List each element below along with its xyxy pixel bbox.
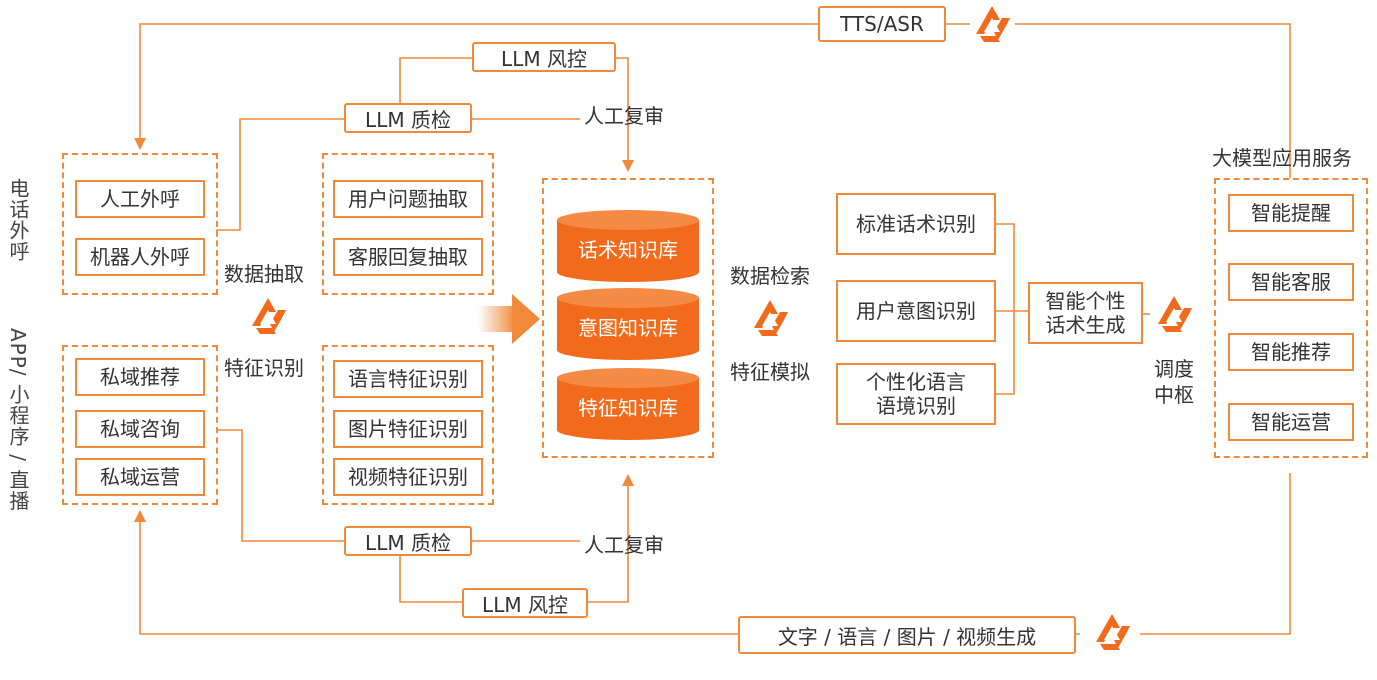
feature-knowledge-label: 特征知识库 [578,395,678,420]
qwen-logo-icon [1158,296,1192,332]
personalized-script-generation-box: 智能个性 话术生成 [1028,282,1143,344]
bottom-human-review-label: 人工复审 [584,533,664,557]
language-feature-box: 语言特征识别 [333,360,483,398]
flow-arrow [478,294,540,344]
robot-outbound-box: 机器人外呼 [75,238,205,276]
intent-knowledge-base: 意图知识库 [557,288,699,360]
bottom-llm-quality-tag: LLM 质检 [344,526,472,556]
user-question-extraction-box: 用户问题抽取 [333,180,483,218]
data-retrieval-label: 数据检索 [730,264,810,288]
private-recommend-box: 私域推荐 [75,358,205,396]
private-operate-box: 私域运营 [75,458,205,496]
standard-script-recognition-box: 标准话术识别 [836,193,996,255]
image-feature-box: 图片特征识别 [333,410,483,448]
personalized-context-recognition-box: 个性化语言 语境识别 [836,363,996,425]
qwen-logo-icon [1096,614,1130,650]
top-llm-risk-tag: LLM 风控 [472,42,616,72]
feature-recognition-label: 特征识别 [224,356,304,380]
feature-group-frame [322,345,494,505]
video-feature-box: 视频特征识别 [333,458,483,496]
private-consult-box: 私域咨询 [75,410,205,448]
user-intent-recognition-box: 用户意图识别 [836,280,996,342]
feature-knowledge-base: 特征知识库 [557,368,699,440]
scheduling-hub-label: 调度 中枢 [1154,357,1194,407]
smart-operate-box: 智能运营 [1228,403,1354,441]
qwen-logo-icon [754,300,788,336]
script-knowledge-base: 话术知识库 [557,210,699,282]
script-knowledge-label: 话术知识库 [578,237,678,262]
tts-asr-tag: TTS/ASR [818,6,946,42]
top-human-review-label: 人工复审 [584,104,664,128]
top-llm-quality-tag: LLM 质检 [344,103,472,133]
services-frame [1214,178,1368,458]
smart-reminder-box: 智能提醒 [1228,194,1354,232]
smart-recommend-box: 智能推荐 [1228,333,1354,371]
knowledge-base-frame [542,178,714,458]
generation-types-tag: 文字 / 语言 / 图片 / 视频生成 [738,616,1076,654]
extraction-group-frame [322,153,494,295]
manual-outbound-box: 人工外呼 [75,180,205,218]
qwen-logo-icon [252,298,286,334]
services-title: 大模型应用服务 [1212,146,1352,170]
service-reply-extraction-box: 客服回复抽取 [333,238,483,276]
phone-outbound-label: 电话外呼 [6,178,30,262]
bottom-llm-risk-tag: LLM 风控 [462,588,588,618]
private-group-frame [62,345,218,505]
smart-service-box: 智能客服 [1228,263,1354,301]
phone-group-frame [62,153,218,295]
intent-knowledge-label: 意图知识库 [578,315,678,340]
data-extraction-label: 数据抽取 [224,262,304,286]
app-channels-label: APP/ 小程序 / 直播 [6,328,30,512]
feature-simulation-label: 特征模拟 [730,360,810,384]
qwen-logo-icon [976,6,1010,42]
